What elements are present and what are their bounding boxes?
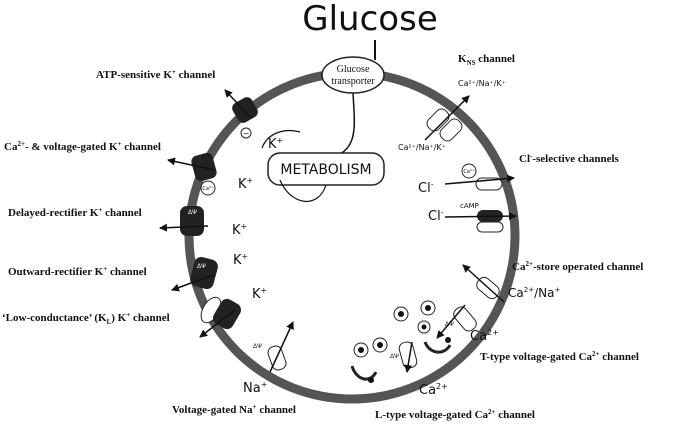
metabolism-loop	[279, 179, 327, 202]
transporter-label-1: Glucose	[337, 64, 370, 75]
k-ion-outward: K+	[233, 252, 248, 268]
svg-text:ΔΨ: ΔΨ	[188, 209, 197, 216]
cl-selective-label: Cl--selective channels	[519, 152, 620, 165]
l-type-label: L-type voltage-gated Ca2+ channel	[375, 408, 535, 421]
cl-ion-1: Cl-	[418, 180, 434, 196]
transporter-label-2: transporter	[331, 76, 375, 87]
t-type-label: T-type voltage-gated Ca2+ channel	[480, 350, 639, 363]
metabolism-arc	[261, 129, 301, 149]
kns-channel	[424, 95, 470, 142]
metabolism-label: METABOLISM	[280, 162, 371, 178]
ca-store-channel	[462, 264, 505, 303]
low-conductance-k-channel	[199, 296, 241, 338]
ca-store-label: Ca2+-store operated channel	[512, 260, 643, 273]
na-ion: Na+	[243, 380, 267, 396]
k-ion-low: K+	[252, 286, 267, 302]
outward-k-label: Outward-rectifier K+ channel	[8, 265, 147, 278]
cl-ion-2: Cl-	[428, 208, 444, 224]
cl-channels: Ca²⁺ cAMP	[444, 163, 517, 233]
kns-ions-in: Ca²⁺/Na⁺/K⁺	[398, 143, 446, 152]
na-channel: ΔΨ	[253, 321, 294, 373]
k-ion-delayed: K+	[232, 222, 247, 238]
svg-text:Ca²⁺: Ca²⁺	[202, 186, 214, 192]
l-type-ca-channel: ΔΨ	[350, 337, 418, 383]
svg-text:ΔΨ: ΔΨ	[197, 263, 206, 270]
na-channel-label: Voltage-gated Na+ channel	[172, 403, 296, 416]
low-k-label: ‘Low-conductance’ (KL) K+ channel	[2, 311, 170, 326]
glucose-title: Glucose	[302, 0, 437, 39]
svg-text:ΔΨ: ΔΨ	[390, 353, 399, 360]
ca-ion-t: Ca2+	[470, 328, 499, 344]
kns-label: KNS channel	[458, 53, 515, 67]
ca-voltage-k-channel: ΔΨ Ca²⁺	[167, 152, 217, 196]
k-ion-ca-volt: K+	[238, 176, 253, 192]
svg-text:ΔΨ: ΔΨ	[253, 343, 262, 350]
ca-na-ion: Ca2+/Na+	[508, 286, 560, 300]
outward-k-channel: ΔΨ	[171, 256, 218, 292]
ca-voltage-k-label: Ca2+- & voltage-gated K+ channel	[4, 140, 161, 153]
k-ion-atp: K+	[268, 136, 283, 152]
delayed-k-channel: ΔΨ	[159, 206, 209, 236]
svg-text:ΔΨ: ΔΨ	[202, 153, 211, 160]
atp-k-channel: −	[224, 89, 258, 139]
glucose-path-line	[319, 92, 356, 161]
kns-ions-out: Ca²⁺/Na⁺/K⁺	[458, 79, 506, 88]
svg-text:cAMP: cAMP	[460, 202, 479, 210]
t-type-ca-channel: ΔΨ	[393, 300, 477, 354]
ca-ion-l: Ca2+	[419, 382, 448, 398]
svg-text:Ca²⁺: Ca²⁺	[463, 169, 475, 175]
glucose-transporter	[321, 56, 385, 94]
svg-text:−: −	[243, 129, 250, 138]
atp-k-label: ATP-sensitive K+ channel	[96, 68, 215, 81]
delayed-k-label: Delayed-rectifier K+ channel	[8, 206, 142, 219]
svg-text:ΔΨ: ΔΨ	[445, 321, 454, 328]
